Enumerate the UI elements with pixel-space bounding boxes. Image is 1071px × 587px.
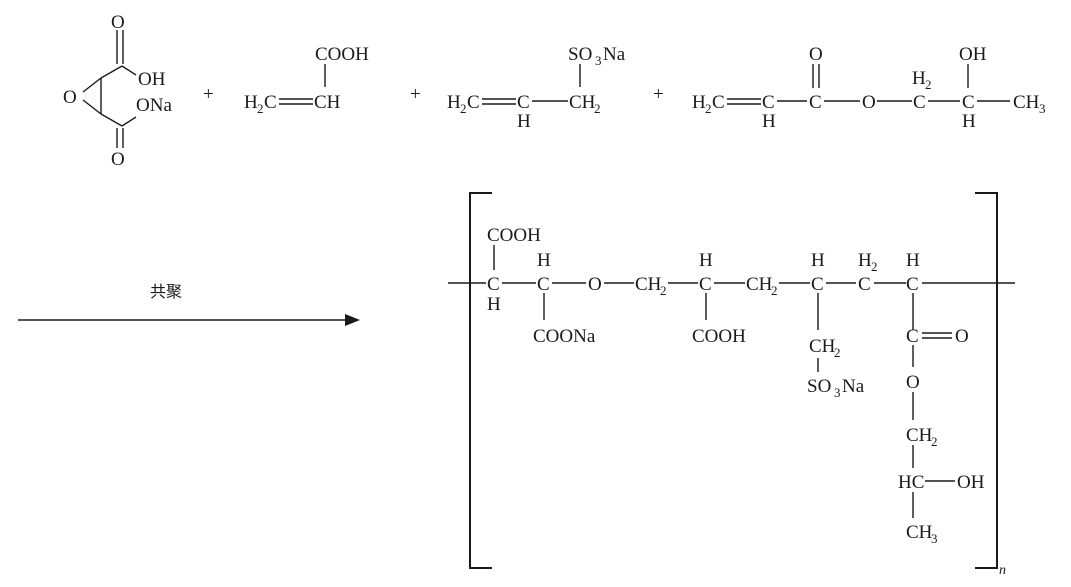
atom-c: C	[264, 92, 277, 113]
atom-ch2: CH	[906, 425, 933, 446]
atom-c: C	[962, 92, 975, 113]
atom-cooh: COOH	[692, 326, 746, 347]
atom-h: H	[487, 294, 501, 315]
atom-ester-o: O	[906, 372, 920, 393]
atom-ch2: CH	[809, 336, 836, 357]
reactant-allyl-sulfonate: SO 3 Na H 2 C C H CH 2	[447, 44, 626, 132]
atom-oh: OH	[957, 472, 985, 493]
svg-text:2: 2	[925, 77, 932, 92]
reactant-acrylic-acid: COOH H 2 C CH	[244, 44, 369, 116]
atom-cooh: COOH	[487, 225, 541, 246]
atom-oh: OH	[959, 44, 987, 65]
atom-c: C	[537, 274, 550, 295]
atom-h: H	[962, 111, 976, 132]
atom-epoxide-o: O	[63, 87, 77, 108]
product-copolymer: n C C O CH 2 C CH 2 C C C COOH H H COONa…	[448, 192, 1015, 578]
atom-c: C	[809, 92, 822, 113]
atom-c: C	[762, 92, 775, 113]
atom-so: SO	[568, 44, 592, 65]
atom-carbonyl-o-top: O	[111, 12, 125, 33]
atom-h: H	[699, 250, 713, 271]
svg-text:3: 3	[931, 531, 938, 546]
atom-hc: HC	[898, 472, 924, 493]
atom-h: H	[537, 250, 551, 271]
atom-na: Na	[603, 44, 626, 65]
svg-text:2: 2	[460, 101, 467, 116]
atom-c: C	[811, 274, 824, 295]
svg-text:2: 2	[257, 101, 264, 116]
atom-h: H	[912, 68, 926, 89]
atom-h: H	[858, 250, 872, 271]
atom-ch2: CH	[746, 274, 773, 295]
plus-sign: +	[410, 84, 421, 105]
bracket-left	[469, 192, 492, 569]
repeat-index: n	[999, 563, 1006, 578]
atom-h: H	[692, 92, 706, 113]
svg-text:3: 3	[834, 385, 841, 400]
svg-text:2: 2	[931, 434, 938, 449]
atom-ch: CH	[1013, 92, 1040, 113]
atom-c: C	[699, 274, 712, 295]
atom-cooh: COOH	[315, 44, 369, 65]
atom-so: SO	[807, 376, 831, 397]
arrow-label: 共聚	[150, 282, 182, 301]
atom-na: Na	[842, 376, 865, 397]
atom-c: C	[487, 274, 500, 295]
atom-h: H	[906, 250, 920, 271]
svg-text:3: 3	[595, 53, 602, 68]
atom-ester-o: O	[862, 92, 876, 113]
atom-ch: CH	[314, 92, 341, 113]
atom-c: C	[712, 92, 725, 113]
reaction-arrow: 共聚	[18, 282, 360, 326]
atom-oh: OH	[138, 69, 166, 90]
atom-c: C	[858, 274, 871, 295]
svg-text:2: 2	[771, 283, 778, 298]
atom-h: H	[811, 250, 825, 271]
atom-ether-o: O	[588, 274, 602, 295]
atom-c: C	[906, 326, 919, 347]
atom-ch: CH	[906, 522, 933, 543]
atom-h: H	[447, 92, 461, 113]
atom-ona: ONa	[136, 95, 172, 116]
atom-ch2: CH	[569, 92, 596, 113]
svg-text:2: 2	[660, 283, 667, 298]
atom-h: H	[517, 111, 531, 132]
atom-carbonyl-o: O	[809, 44, 823, 65]
reactant-hydroxypropyl-acrylate: H 2 C C H O C O H 2 C OH C H CH 3	[692, 44, 1046, 132]
svg-text:3: 3	[1039, 101, 1046, 116]
atom-c: C	[913, 92, 926, 113]
plus-sign: +	[653, 84, 664, 105]
atom-h: H	[762, 111, 776, 132]
svg-text:2: 2	[871, 259, 878, 274]
atom-carbonyl-o-bottom: O	[111, 149, 125, 170]
atom-c: C	[467, 92, 480, 113]
svg-text:2: 2	[594, 101, 601, 116]
atom-c: C	[906, 274, 919, 295]
atom-h: H	[244, 92, 258, 113]
reactant-epoxysuccinate: O O OH ONa O	[63, 12, 172, 170]
atom-ch2: CH	[635, 274, 662, 295]
atom-coona: COONa	[533, 326, 596, 347]
atom-c: C	[517, 92, 530, 113]
svg-text:2: 2	[705, 101, 712, 116]
atom-carbonyl-o: O	[955, 326, 969, 347]
bracket-right	[975, 192, 998, 569]
svg-text:2: 2	[834, 345, 841, 360]
plus-sign: +	[203, 84, 214, 105]
